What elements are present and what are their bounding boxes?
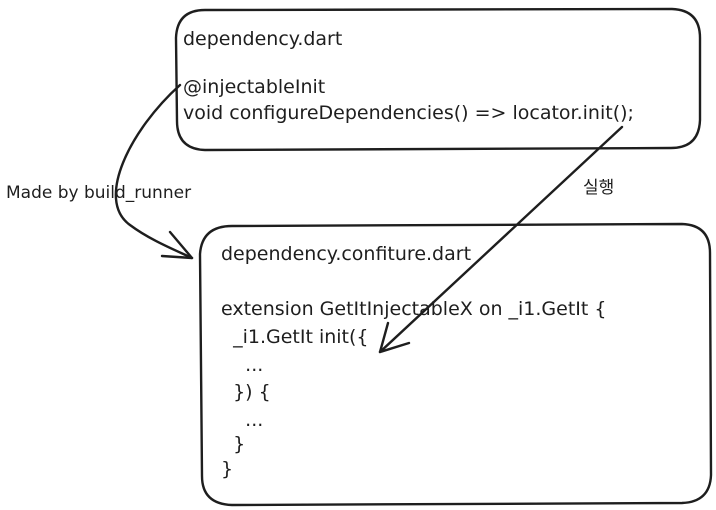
- bottom-file-box: [198, 222, 713, 507]
- execute-arrow: [378, 125, 624, 354]
- top-box-code-line: @injectableInit: [183, 76, 325, 98]
- build-runner-arrowhead: [160, 230, 194, 260]
- bottom-box-code-line: ...: [221, 409, 263, 431]
- bottom-box-code-line: _i1.GetIt init({: [221, 326, 369, 348]
- bottom-box-code-line: }: [221, 458, 233, 480]
- bottom-box-code-line: }) {: [221, 381, 271, 403]
- bottom-box-code-line: extension GetItInjectableX on _i1.GetIt …: [221, 298, 606, 320]
- build-runner-arrow: [114, 83, 194, 260]
- top-box-code-line: void configureDependencies() => locator.…: [183, 102, 634, 124]
- bottom-box-filename: dependency.confiture.dart: [221, 243, 471, 265]
- bottom-box-code-line: }: [221, 433, 245, 455]
- bottom-box-code-line: ...: [221, 354, 263, 376]
- build-runner-label: Made by build_runner: [6, 183, 191, 203]
- top-box-filename: dependency.dart: [183, 28, 342, 50]
- execute-label: 실행: [583, 178, 614, 198]
- top-file-box: [174, 7, 702, 152]
- execute-arrowhead: [378, 321, 411, 354]
